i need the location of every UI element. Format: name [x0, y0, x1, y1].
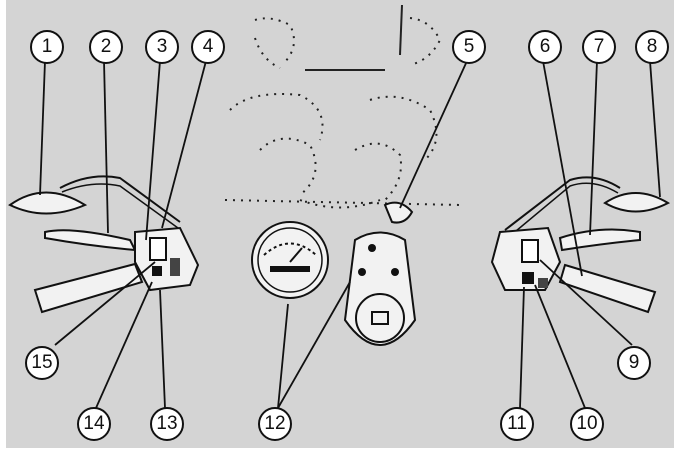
background-panel [6, 0, 674, 448]
left-grip [33, 262, 144, 314]
callout-4: 4 [191, 30, 225, 64]
callout-11: 11 [500, 407, 534, 441]
motorcycle-front-sketch [224, 17, 461, 209]
left-mirror [8, 175, 181, 229]
leader-lines [39, 60, 661, 409]
callout-13: 13 [150, 407, 184, 441]
throttle-grip [558, 263, 657, 314]
left-switch-housing [134, 226, 200, 292]
callout-14: 14 [77, 407, 111, 441]
front-brake-lever [558, 228, 641, 252]
callout-10: 10 [570, 407, 604, 441]
callout-12: 12 [258, 407, 292, 441]
callout-2: 2 [89, 30, 123, 64]
callout-8: 8 [635, 30, 669, 64]
callout-5: 5 [452, 30, 486, 64]
callout-9: 9 [617, 346, 651, 380]
callout-7: 7 [582, 30, 616, 64]
ignition-indicator-panel [343, 231, 417, 346]
right-switch-housing [490, 226, 562, 291]
callout-1: 1 [30, 30, 64, 64]
callout-15: 15 [25, 346, 59, 380]
callout-6: 6 [528, 30, 562, 64]
speedometer [251, 221, 329, 299]
fuel-cap [383, 201, 414, 224]
center-line [399, 4, 403, 56]
callout-3: 3 [145, 30, 179, 64]
